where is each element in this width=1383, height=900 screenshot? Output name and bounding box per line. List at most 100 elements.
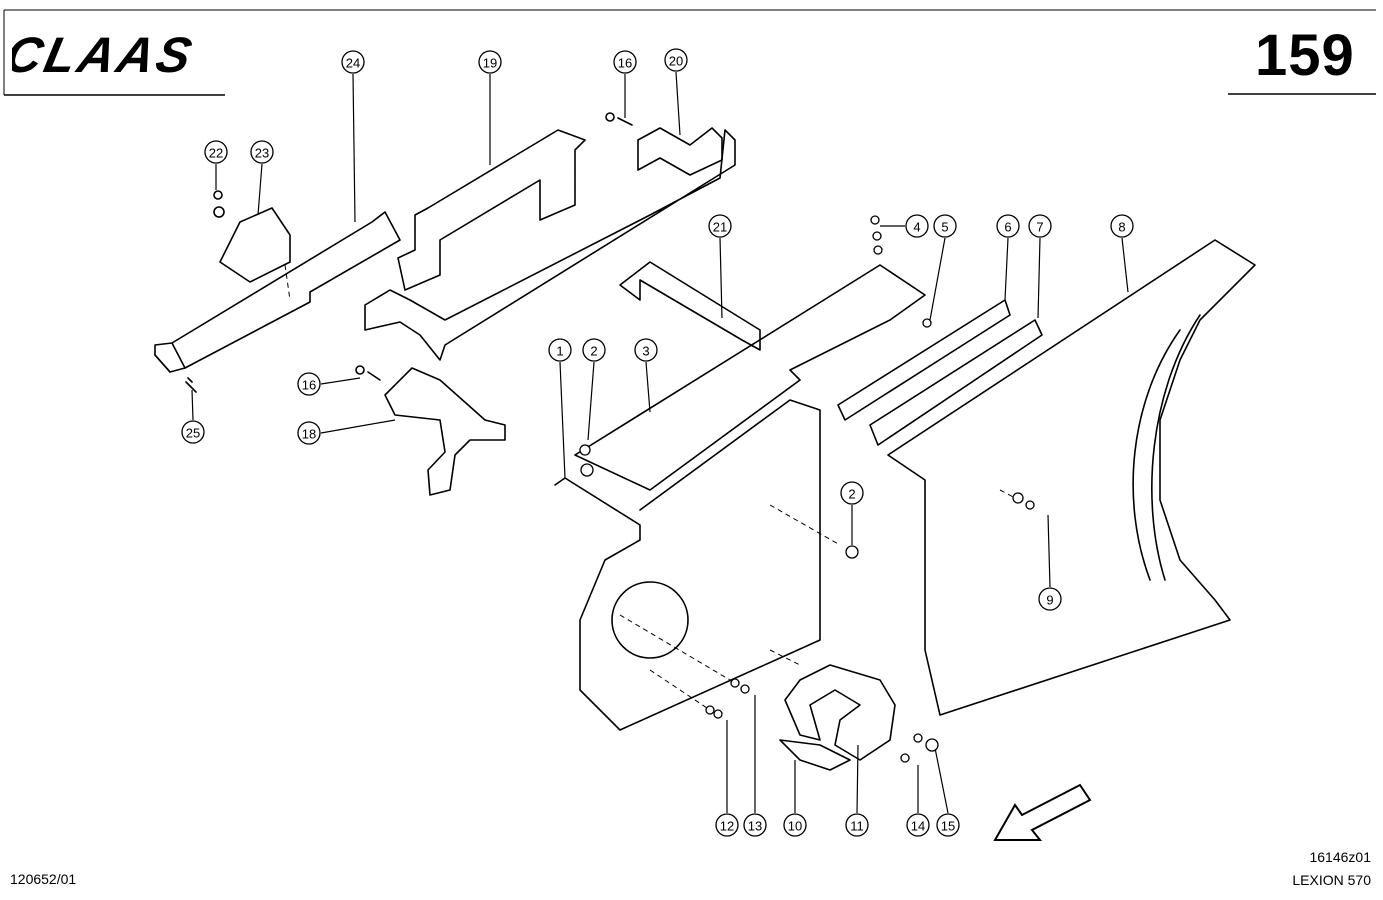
callout-4: 4 — [905, 214, 929, 238]
callout-label: 2 — [848, 487, 855, 502]
part-8-panel — [887, 239, 1256, 716]
part-16-bolt-mid — [367, 371, 381, 381]
callout-18: 18 — [297, 421, 321, 445]
part-18-bracket — [384, 367, 506, 496]
dash-6 — [284, 264, 291, 301]
callout-label: 10 — [788, 819, 802, 834]
nut-13a — [730, 678, 740, 688]
callout-23: 23 — [250, 140, 274, 164]
leader-8 — [1121, 237, 1129, 293]
callout-label: 25 — [186, 426, 200, 441]
nut-5 — [922, 318, 932, 328]
washer-1 — [580, 463, 594, 477]
callout-6: 6 — [996, 214, 1020, 238]
callout-label: 9 — [1046, 593, 1053, 608]
part-19-bracket — [397, 129, 586, 291]
nut-4 — [873, 245, 883, 255]
dash-2 — [619, 614, 731, 681]
callout-label: 8 — [1118, 220, 1125, 235]
callout-label: 1 — [556, 344, 563, 359]
part-1-panel — [554, 399, 821, 731]
callout-2a: 2 — [582, 338, 606, 362]
part-10-cover — [779, 739, 851, 771]
washer-15 — [913, 733, 923, 743]
part-20-end — [637, 127, 723, 176]
brand-text: CLAAS — [12, 28, 199, 80]
part-24-flange — [154, 342, 186, 373]
callout-24: 24 — [341, 50, 365, 74]
callout-8: 8 — [1110, 214, 1134, 238]
washer-4 — [872, 231, 882, 241]
leader-21 — [719, 237, 723, 319]
callout-label: 6 — [1004, 220, 1011, 235]
leader-16b — [320, 377, 361, 385]
dash-4 — [999, 489, 1016, 499]
part-25-bolt — [185, 377, 197, 393]
leader-1 — [559, 361, 566, 479]
callout-15: 15 — [936, 813, 960, 837]
part-21-bracket — [619, 261, 761, 351]
part-20-rail — [364, 129, 736, 361]
callout-label: 21 — [713, 220, 727, 235]
callout-group: 1 2 3 4 5 6 7 8 2 9 10 11 12 13 14 15 16… — [181, 48, 1134, 837]
part-16-bolt-top — [617, 117, 633, 126]
leader-3 — [645, 361, 651, 413]
callout-label: 19 — [483, 56, 497, 71]
callout-label: 2 — [590, 344, 597, 359]
dash-3 — [649, 669, 711, 711]
leader-15 — [934, 747, 949, 814]
leader-2a — [587, 361, 595, 441]
callout-label: 22 — [209, 146, 223, 161]
drawing-reference: 120652/01 — [10, 871, 77, 887]
callout-label: 13 — [748, 819, 762, 834]
callout-label: 15 — [941, 819, 955, 834]
dash-1 — [769, 504, 841, 546]
callout-label: 4 — [913, 220, 920, 235]
callout-3: 3 — [634, 338, 658, 362]
callout-12: 12 — [715, 813, 739, 837]
nut-12a — [705, 705, 715, 715]
leader-25 — [191, 389, 194, 421]
callout-label: 18 — [302, 427, 316, 442]
callout-label: 14 — [911, 819, 925, 834]
nut-2b — [845, 545, 859, 559]
part-1-opening — [611, 581, 689, 659]
direction-arrow — [993, 783, 1092, 841]
callout-label: 16 — [302, 378, 316, 393]
part-3-panel — [574, 264, 926, 491]
callout-label: 16 — [618, 56, 632, 71]
callout-14: 14 — [906, 813, 930, 837]
callout-20: 20 — [664, 48, 688, 72]
leader-23 — [257, 163, 263, 216]
leader-24 — [352, 73, 356, 223]
callout-label: 24 — [346, 56, 360, 71]
callout-13: 13 — [743, 813, 767, 837]
leader-18 — [320, 419, 396, 434]
nut-13b — [740, 684, 750, 694]
nut-12b — [713, 709, 723, 719]
part-16-washer-top — [605, 112, 615, 122]
callout-label: 20 — [669, 54, 683, 69]
callout-label: 3 — [642, 344, 649, 359]
callout-10: 10 — [783, 813, 807, 837]
leader-20 — [675, 71, 681, 136]
callout-label: 12 — [720, 819, 734, 834]
leader-11 — [856, 744, 859, 814]
part-24-bracket — [154, 211, 401, 373]
part-7-strip — [869, 319, 1043, 446]
callout-2b: 2 — [840, 481, 864, 505]
part-6-strip — [837, 299, 1011, 421]
callout-label: 5 — [941, 220, 948, 235]
part-22-washer — [213, 206, 225, 218]
callout-16a: 16 — [613, 50, 637, 74]
callout-25: 25 — [181, 420, 205, 444]
figure-code: 16146z01 — [1309, 849, 1371, 865]
washer-14 — [900, 753, 910, 763]
callout-label: 23 — [255, 146, 269, 161]
callout-21: 21 — [708, 214, 732, 238]
callout-1: 1 — [548, 338, 572, 362]
callout-9: 9 — [1038, 587, 1062, 611]
dash-5 — [769, 649, 801, 666]
callout-5: 5 — [933, 214, 957, 238]
